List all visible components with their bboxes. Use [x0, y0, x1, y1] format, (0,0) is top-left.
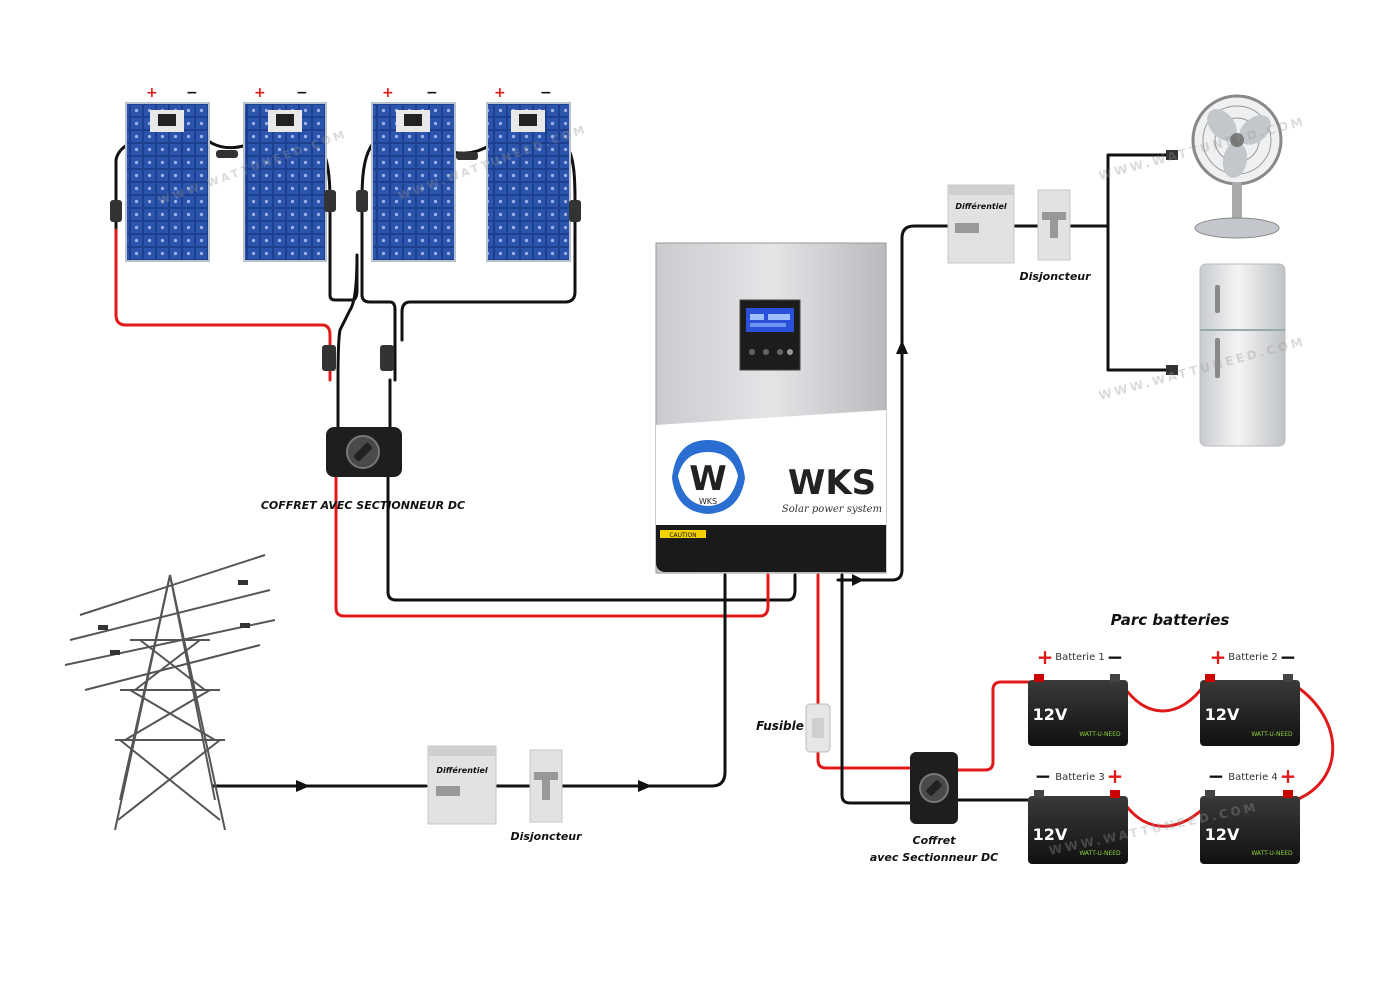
panel-minus: − — [186, 85, 198, 101]
battery-4: 12V WATT-U-NEED − Batterie 4 + — [1200, 764, 1300, 864]
battery-plus: + — [1107, 764, 1124, 788]
battery-link-2-4 — [1294, 684, 1335, 802]
arrow-grid-1 — [296, 780, 310, 792]
battery-plus: + — [1037, 645, 1054, 669]
panel-minus: − — [426, 85, 438, 101]
string1-negative-wire — [328, 253, 359, 382]
battery-3: 12V WATT-U-NEED − Batterie 3 + — [1028, 764, 1128, 864]
load-circuit-breaker: Disjoncteur — [1019, 189, 1091, 283]
battery-voltage: 12V — [1205, 705, 1240, 724]
battery-bank-title: Parc batteries — [1111, 611, 1230, 629]
power-pylon-icon — [64, 554, 276, 831]
battery-brand: WATT-U-NEED — [1079, 731, 1121, 738]
inverter: W WKS WKS Solar power system CAUTION — [655, 242, 887, 574]
grid-differential-breaker: Différentiel — [427, 745, 497, 825]
panel-minus: − — [540, 85, 552, 101]
inverter-tagline: Solar power system — [782, 504, 882, 515]
inverter-brand: WKS — [788, 463, 876, 503]
pv-positive-to-inverter — [334, 473, 770, 618]
solar-array: + − + − + − + − WWW.WATTUNEED.COM WWW.WA… — [125, 85, 589, 262]
panel-plus: + — [494, 85, 506, 101]
battery-minus: − — [1208, 764, 1225, 788]
load-differential-breaker: Différentiel — [947, 184, 1015, 264]
battery-voltage: 12V — [1033, 705, 1068, 724]
fusible-label: Fusible — [756, 719, 804, 733]
flow-arrows — [296, 340, 908, 792]
pv-dc-disconnect-box: COFFRET AVEC SECTIONNEUR DC — [261, 427, 465, 512]
battery-1: 12V WATT-U-NEED + Batterie 1 − — [1028, 645, 1128, 746]
battery-brand: WATT-U-NEED — [1079, 850, 1121, 857]
battery-coffret-label-1: Coffret — [913, 834, 957, 847]
logo-small-text: WKS — [699, 497, 717, 506]
battery-minus: − — [1107, 645, 1124, 669]
battery-negative-wire — [840, 573, 914, 805]
string1-positive-wire — [114, 228, 332, 382]
load-branch — [1106, 153, 1172, 372]
ac-output-wire — [836, 224, 952, 582]
arrow-grid-2 — [638, 780, 652, 792]
battery-coffret-label-2: avec Sectionneur DC — [870, 851, 998, 864]
solar-panel-4: + − — [486, 85, 571, 262]
pv-negative-to-inverter — [386, 473, 797, 602]
disjoncteur-label: Disjoncteur — [1019, 270, 1091, 283]
battery-name: Batterie 1 — [1055, 652, 1105, 663]
differential-label: Différentiel — [955, 201, 1007, 211]
wks-logo: W WKS — [672, 440, 745, 514]
battery-2: 12V WATT-U-NEED + Batterie 2 − — [1200, 645, 1300, 746]
battery-name: Batterie 3 — [1055, 772, 1105, 783]
panel-plus: + — [382, 85, 394, 101]
arrow-up — [896, 340, 908, 354]
pv-coffret-label: COFFRET AVEC SECTIONNEUR DC — [261, 499, 465, 512]
battery-brand: WATT-U-NEED — [1251, 731, 1293, 738]
battery-link-1-2 — [1120, 682, 1207, 713]
grid-circuit-breaker: Disjoncteur — [510, 749, 582, 843]
differential-label: Différentiel — [436, 765, 488, 775]
fan-icon: WWW.WATTUNEED.COM — [1097, 94, 1307, 239]
logo-letter: W — [689, 459, 727, 499]
arrow-right-inverter — [852, 574, 864, 586]
battery-plus: + — [1280, 764, 1297, 788]
battery-dc-disconnect-box: Coffret avec Sectionneur DC — [870, 752, 998, 864]
string2-positive-wire — [400, 253, 577, 342]
disjoncteur-label: Disjoncteur — [510, 830, 582, 843]
refrigerator-icon: WWW.WATTUNEED.COM — [1097, 263, 1307, 447]
solar-panel-3: + − — [371, 85, 456, 262]
battery-minus: − — [1035, 764, 1052, 788]
mc4-connectors — [110, 150, 581, 371]
battery-name: Batterie 4 — [1228, 772, 1278, 783]
battery-fuse: Fusible — [756, 703, 831, 753]
string2-negative-wire — [360, 253, 397, 382]
battery-brand: WATT-U-NEED — [1251, 850, 1293, 857]
panel-plus: + — [254, 85, 266, 101]
solar-panel-1: + − — [125, 85, 210, 262]
battery-name: Batterie 2 — [1228, 652, 1278, 663]
caution-sticker — [660, 530, 706, 538]
panel-minus: − — [296, 85, 308, 101]
caution-text: CAUTION — [669, 532, 696, 539]
battery-minus: − — [1280, 645, 1297, 669]
panel-plus: + — [146, 85, 158, 101]
battery-plus: + — [1210, 645, 1227, 669]
battery-voltage: 12V — [1033, 825, 1068, 844]
solar-panel-2: + − — [243, 85, 327, 262]
battery-voltage: 12V — [1205, 825, 1240, 844]
